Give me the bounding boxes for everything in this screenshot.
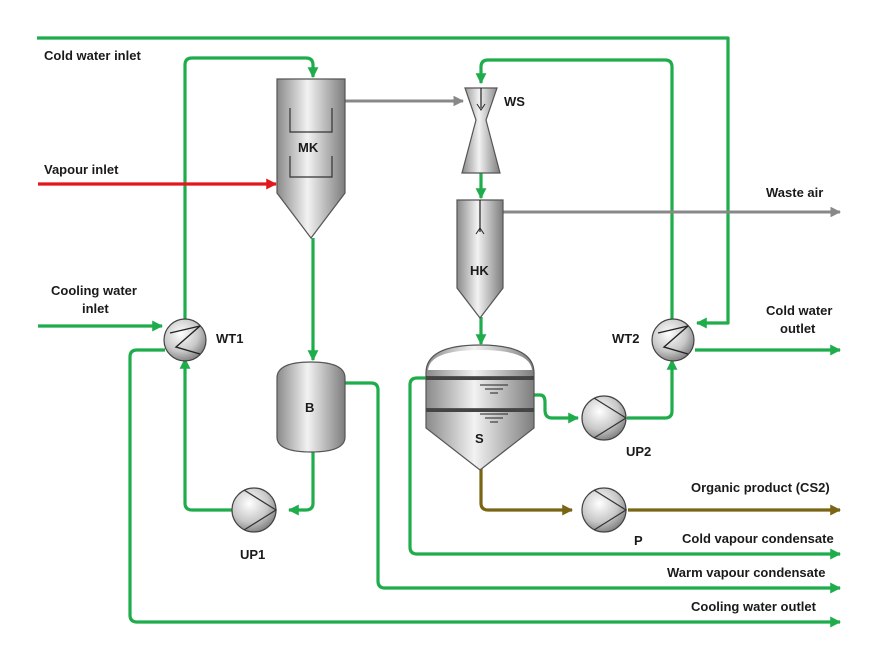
s-to-up2-line (534, 393, 580, 424)
p-label: P (634, 533, 643, 548)
waste-air-label: Waste air (766, 185, 823, 200)
warm-vapour-condensate-label: Warm vapour condensate (667, 565, 825, 580)
hk-label: HK (470, 263, 489, 278)
p-pump: P (581, 487, 643, 548)
s-label: S (475, 431, 484, 446)
cold-water-inlet-line (37, 36, 730, 329)
up1-to-wt1-line (179, 357, 232, 512)
up1-pump: UP1 (231, 487, 278, 562)
cooling-water-inlet-label-1: Cooling water (51, 283, 137, 298)
warm-condensate-line (344, 381, 842, 594)
organic-product-line-1 (479, 468, 574, 516)
wt1-label: WT1 (216, 331, 243, 346)
up2-pump: UP2 (581, 395, 651, 459)
cooling-water-outlet-line (128, 348, 842, 628)
vapour-inlet-label: Vapour inlet (44, 162, 119, 177)
wt2-label: WT2 (612, 331, 639, 346)
cold-water-outlet-label-1: Cold water (766, 303, 832, 318)
s-separator: S (425, 344, 535, 471)
wt1-to-mk-line (183, 56, 319, 322)
cooling-water-inlet-label-2: inlet (82, 301, 109, 316)
cold-water-inlet-label: Cold water inlet (44, 48, 141, 63)
b-label: B (305, 400, 314, 415)
up2-label: UP2 (626, 444, 651, 459)
cooling-water-outlet-label: Cooling water outlet (691, 599, 817, 614)
ws-label: WS (504, 94, 525, 109)
wt1-heat-exchanger: WT1 (163, 318, 243, 362)
mk-condenser: MK (276, 78, 346, 239)
b-tank: B (276, 361, 346, 453)
up2-to-wt2-line (627, 358, 678, 420)
stream-labels: Cold water inlet Vapour inlet Cooling wa… (44, 48, 834, 614)
cold-vapour-condensate-label: Cold vapour condensate (682, 531, 834, 546)
cold-water-outlet-label-2: outlet (780, 321, 816, 336)
ws-ejector: WS (461, 87, 525, 174)
water-lines (37, 36, 842, 628)
hk-condenser: HK (456, 199, 504, 319)
cold-condensate-line (408, 376, 842, 560)
mk-label: MK (298, 140, 319, 155)
wt2-to-ws-line (475, 58, 674, 322)
wt2-heat-exchanger: WT2 (612, 318, 695, 362)
organic-product-label: Organic product (CS2) (691, 480, 830, 495)
b-to-up1-line (287, 452, 315, 516)
up1-label: UP1 (240, 547, 265, 562)
